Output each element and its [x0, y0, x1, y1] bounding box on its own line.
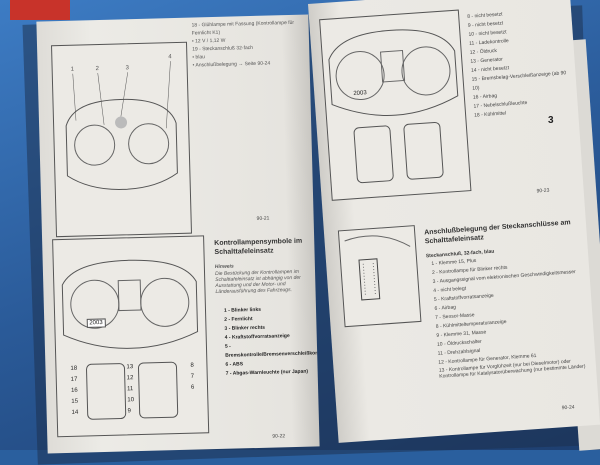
label: 14 — [71, 409, 79, 416]
label: 11 — [126, 386, 134, 393]
label: 13 — [126, 364, 134, 371]
instrument-cluster-diagram-bottom: 2003 18 17 16 15 14 13 12 11 10 9 8 7 6 — [52, 235, 210, 438]
label: 15 — [71, 398, 79, 405]
list-item: 7 - Abgas-Warnleuchte (nur Japan) — [225, 368, 309, 377]
hint-text: Die Bestückung der Kontrollampen im Scha… — [214, 268, 301, 296]
note: • Anschlußbelegung → Seite 90-24 — [192, 60, 271, 69]
diagram-label: 2 — [95, 66, 100, 73]
odometer-readout: 2003 — [353, 90, 367, 98]
connector-diagram — [337, 225, 422, 328]
diagram-label: 1 — [70, 66, 75, 73]
label: 7 — [190, 373, 195, 380]
top-notes: 18 - Glühlampe mit Fassung (Kontrollampe… — [191, 19, 302, 70]
label: 16 — [70, 387, 78, 394]
red-binder-strip — [10, 0, 70, 20]
instrument-cluster-diagram-right: 2003 — [319, 9, 472, 201]
label: 6 — [190, 384, 195, 391]
label: 12 — [126, 375, 134, 382]
left-page: 1 2 3 4 18 - Glühlampe mit Fassung (Kont… — [36, 14, 320, 454]
page-number: 90-21 — [256, 215, 270, 222]
label: 9 — [127, 408, 132, 415]
section-title: Anschlußbelegung der Steckanschlüsse am … — [424, 219, 571, 246]
label: 10 — [127, 397, 135, 404]
label: 8 — [190, 362, 194, 369]
symbol-numbers-left: 18 17 16 15 14 — [70, 364, 78, 419]
diagram-label: 3 — [125, 65, 130, 72]
label: 18 — [70, 365, 78, 372]
section-title: Kontrollampensymbole im Schalttafeleinsa… — [214, 237, 303, 257]
label: 17 — [70, 376, 78, 383]
connector-pin-list: 1 - Klemme 15, Plus 2 - Kontrollampe für… — [431, 250, 589, 380]
odometer-readout: 2003 — [89, 320, 103, 327]
section-tab-number: 3 — [548, 115, 554, 126]
diagram-label: 4 — [168, 54, 172, 61]
symbol-numbers-mid: 13 12 11 10 9 — [126, 362, 134, 417]
symbol-list: 1 - Blinker links 2 - Fernlicht 3 - Blin… — [224, 305, 320, 379]
page-number: 90-23 — [536, 187, 550, 195]
instrument-cluster-diagram-top: 1 2 3 4 — [51, 41, 192, 238]
page-number: 90-22 — [272, 433, 286, 440]
lamp-list-continued: 8 - nicht besetzt 9 - nicht besetzt 10 -… — [467, 6, 574, 121]
page-number: 90-24 — [561, 404, 575, 412]
list-item: 5 - Bremskontrolle/Bremsenverschleißkont… — [224, 343, 320, 359]
right-page: 2003 8 - nicht besetzt 9 - nicht besetzt… — [308, 0, 600, 443]
